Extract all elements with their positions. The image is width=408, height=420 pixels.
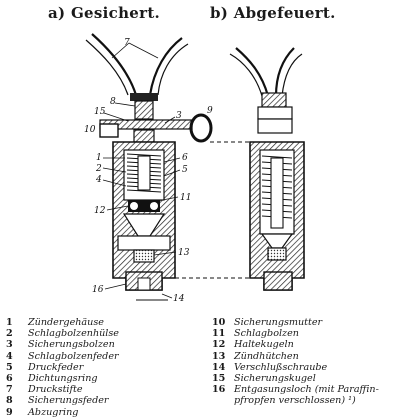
pull-ring bbox=[189, 113, 213, 143]
callout-3: 3 bbox=[176, 111, 182, 121]
callout-12: 12 bbox=[94, 206, 106, 216]
pressure-pin-left bbox=[91, 33, 138, 96]
dashed-alignment-lines bbox=[175, 141, 258, 279]
figure-a-title: a) Gesichert. bbox=[48, 4, 161, 22]
callout-13: 13 bbox=[178, 248, 190, 258]
legend-item-continuation: pfropfen verschlossen) ¹) bbox=[234, 395, 356, 407]
callout-4: 4 bbox=[95, 175, 102, 185]
callout-7: 7 bbox=[124, 38, 130, 48]
callout-15: 15 bbox=[94, 107, 106, 117]
callout-1: 1 bbox=[96, 153, 102, 163]
callout-2: 2 bbox=[95, 164, 102, 174]
figure-b-drawing bbox=[229, 47, 305, 291]
callout-5: 5 bbox=[182, 165, 188, 175]
striker-pin bbox=[137, 155, 151, 191]
top-cap bbox=[130, 93, 158, 101]
figure-b-title: b) Abgefeuert. bbox=[210, 4, 336, 22]
primer-cap bbox=[133, 249, 155, 263]
callout-6: 6 bbox=[182, 153, 188, 163]
pressure-pin-right bbox=[148, 37, 183, 96]
securing-nut bbox=[99, 123, 119, 138]
callout-8: 8 bbox=[110, 97, 116, 107]
callout-16: 16 bbox=[92, 285, 104, 295]
figure-a-drawing bbox=[85, 33, 213, 301]
fuse-diagram: 7 8 15 9 10 3 1 6 2 5 4 11 12 13 16 14 bbox=[84, 33, 305, 304]
callout-14: 14 bbox=[173, 294, 185, 304]
callout-9: 9 bbox=[207, 106, 213, 116]
callout-10: 10 bbox=[84, 125, 96, 135]
safety-spring-housing bbox=[134, 100, 154, 120]
callout-11: 11 bbox=[180, 193, 191, 203]
